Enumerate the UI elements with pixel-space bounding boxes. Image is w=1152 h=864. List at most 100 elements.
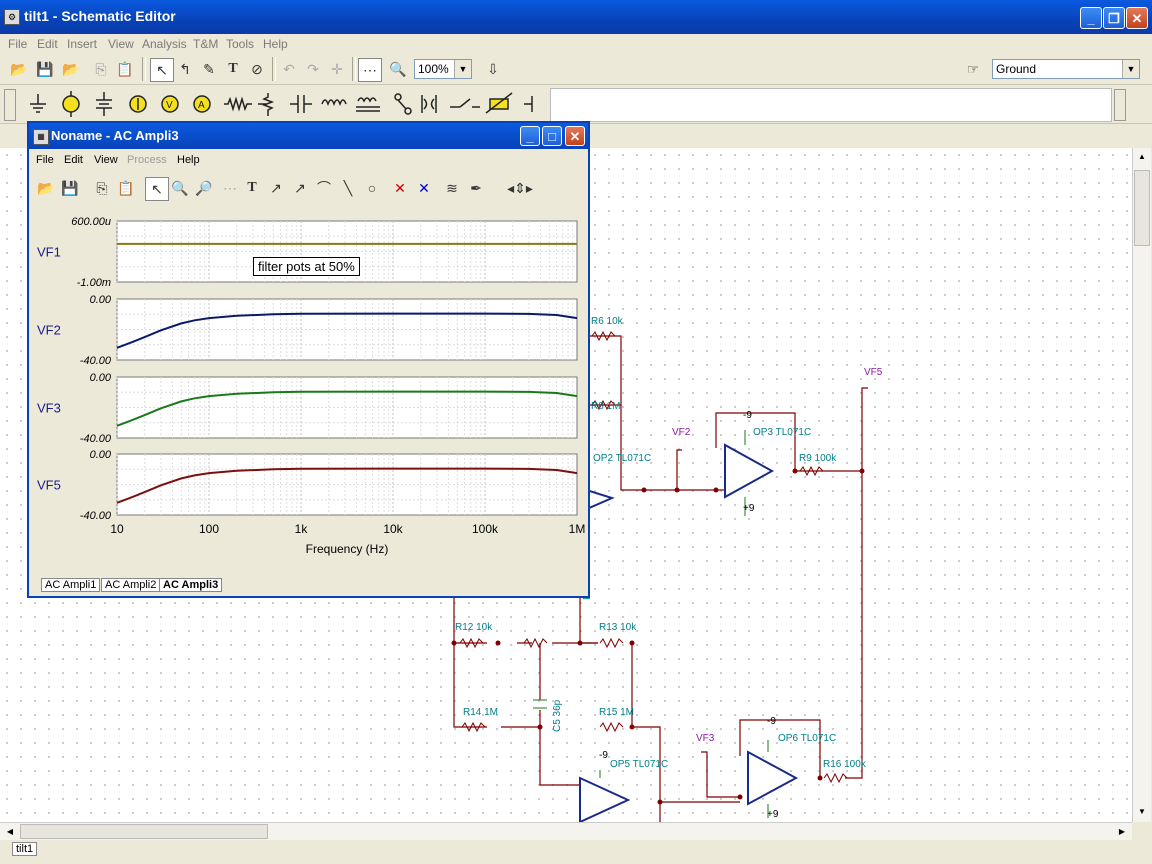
zoom-full-icon[interactable]: 🔎 bbox=[195, 180, 213, 196]
color-picker-icon[interactable]: ✒ bbox=[470, 180, 482, 196]
move-arrows-icon[interactable]: ◂⇕▸ bbox=[507, 180, 533, 196]
series-line-vf2[interactable] bbox=[116, 312, 578, 349]
menu-view[interactable]: View bbox=[108, 37, 134, 51]
select-arrow-icon[interactable]: ↖ bbox=[145, 177, 169, 201]
save-icon[interactable]: 💾 bbox=[36, 61, 54, 77]
analysis-close-button[interactable]: ✕ bbox=[565, 126, 585, 146]
menu-insert[interactable]: Insert bbox=[67, 37, 98, 51]
label-vf3[interactable]: VF3 bbox=[696, 733, 715, 744]
analysis-app-icon[interactable]: ▦ bbox=[33, 129, 49, 145]
grid-icon[interactable]: ⋯ bbox=[223, 180, 237, 196]
resistor-r15 bbox=[599, 721, 624, 733]
label-c5[interactable]: C5 36p bbox=[552, 699, 563, 732]
label-r13[interactable]: R13 10k bbox=[599, 622, 637, 633]
series-line-vf5[interactable] bbox=[116, 467, 578, 504]
menu-analysis[interactable]: Analysis bbox=[142, 37, 187, 51]
minimize-button[interactable]: _ bbox=[1080, 7, 1102, 29]
label-op3[interactable]: OP3 TL071C bbox=[753, 427, 812, 438]
zoom-in-icon[interactable]: 🔍 bbox=[171, 180, 189, 196]
zoom-icon[interactable]: 🔍 bbox=[389, 61, 407, 77]
scroll-down-button[interactable]: ▼ bbox=[1138, 807, 1146, 816]
scroll-right-button[interactable]: ▶ bbox=[1118, 827, 1126, 836]
palette-scroll-right[interactable] bbox=[1114, 89, 1126, 121]
component-param-icon[interactable]: ⇩ bbox=[487, 61, 499, 77]
series-label-vf2: VF2 bbox=[37, 323, 61, 338]
pencil-icon[interactable]: ✎ bbox=[203, 61, 215, 77]
tab-ac-ampli2[interactable]: AC Ampli2 bbox=[101, 578, 161, 592]
frequency-response-chart[interactable]: 600.00u-1.00mVF10.00-40.00VF20.00-40.00V… bbox=[29, 207, 588, 577]
menu-edit[interactable]: Edit bbox=[37, 37, 58, 51]
curve-label-icon[interactable]: ↗ bbox=[270, 180, 282, 196]
paste-icon[interactable]: 📋 bbox=[116, 61, 134, 77]
analysis-menu-file[interactable]: File bbox=[36, 154, 54, 166]
fit-curve-icon[interactable]: ⌒ bbox=[317, 180, 331, 196]
scroll-up-button[interactable]: ▲ bbox=[1138, 152, 1146, 161]
close-button[interactable]: ✕ bbox=[1126, 7, 1148, 29]
wire-select-icon[interactable]: ↰ bbox=[179, 61, 191, 77]
series-line-vf3[interactable] bbox=[116, 390, 578, 427]
menu-help[interactable]: Help bbox=[263, 37, 288, 51]
circle-icon[interactable]: ○ bbox=[367, 180, 377, 196]
label-r9[interactable]: R9 100k bbox=[799, 453, 837, 464]
label-op6[interactable]: OP6 TL071C bbox=[778, 733, 837, 744]
redo-icon[interactable]: ↷ bbox=[307, 61, 319, 77]
palette-scroll-left[interactable] bbox=[4, 89, 16, 121]
menu-tm[interactable]: T&M bbox=[193, 37, 219, 51]
resistor-r12 bbox=[459, 637, 484, 649]
x-tick-label: 100k bbox=[472, 522, 499, 536]
analysis-maximize-button[interactable]: □ bbox=[542, 126, 562, 146]
chevron-down-icon[interactable]: ▼ bbox=[1122, 60, 1139, 78]
curve-label2-icon[interactable]: ↗ bbox=[294, 180, 306, 196]
paste-icon[interactable]: 📋 bbox=[117, 180, 135, 196]
line-icon[interactable]: ╲ bbox=[343, 180, 353, 196]
label-r15[interactable]: R15 1M bbox=[599, 707, 635, 718]
zoom-select[interactable]: 100% ▼ bbox=[414, 59, 472, 79]
delete-wire-icon[interactable]: ⊘ bbox=[251, 61, 263, 77]
label-op5[interactable]: OP5 TL071C bbox=[610, 759, 669, 770]
analysis-menu-help[interactable]: Help bbox=[177, 154, 200, 166]
tab-tilt1[interactable]: tilt1 bbox=[12, 842, 38, 856]
open-folder-icon[interactable]: 📂 bbox=[10, 61, 28, 77]
analysis-menu-edit[interactable]: Edit bbox=[64, 154, 83, 166]
vertical-scrollbar[interactable]: ▲ ▼ bbox=[1132, 148, 1151, 822]
grid-icon[interactable]: ⋯ bbox=[358, 58, 382, 82]
copy-icon[interactable]: ⎘ bbox=[96, 180, 108, 196]
scroll-thumb[interactable] bbox=[1134, 170, 1150, 246]
annotation-box[interactable]: filter pots at 50% bbox=[253, 257, 360, 276]
copy-icon[interactable]: ⎘ bbox=[95, 61, 107, 77]
label-r14[interactable]: R14 1M bbox=[463, 707, 499, 718]
select-arrow-icon[interactable]: ↖ bbox=[150, 58, 174, 82]
save-icon[interactable]: 💾 bbox=[61, 180, 79, 196]
tab-ac-ampli3[interactable]: AC Ampli3 bbox=[159, 578, 223, 592]
label-r12[interactable]: R12 10k bbox=[455, 622, 493, 633]
scroll-hthumb[interactable] bbox=[20, 824, 268, 839]
label-vf2[interactable]: VF2 bbox=[672, 427, 691, 438]
horizontal-scrollbar[interactable]: ◀ ▶ bbox=[0, 822, 1132, 841]
cursor-b-icon[interactable]: ✕ bbox=[418, 180, 430, 196]
analysis-menu-view[interactable]: View bbox=[94, 154, 118, 166]
text-icon[interactable]: T bbox=[228, 61, 238, 76]
app-icon[interactable]: ⚙ bbox=[4, 9, 20, 25]
label-r16[interactable]: R16 100k bbox=[823, 759, 866, 770]
label-vf5[interactable]: VF5 bbox=[864, 367, 883, 378]
component-select[interactable]: Ground ▼ bbox=[992, 59, 1140, 79]
open-folder-icon[interactable]: 📂 bbox=[37, 180, 55, 196]
analysis-minimize-button[interactable]: _ bbox=[520, 126, 540, 146]
label-r8[interactable]: R8 1M bbox=[591, 401, 621, 412]
ground-tool-icon[interactable]: ☞ bbox=[966, 61, 980, 77]
label-r6[interactable]: R6 10k bbox=[591, 316, 623, 327]
cursor-a-icon[interactable]: ✕ bbox=[394, 180, 406, 196]
analysis-menu-process[interactable]: Process bbox=[127, 154, 167, 166]
multi-curve-icon[interactable]: ≋ bbox=[446, 180, 458, 196]
menu-file[interactable]: File bbox=[8, 37, 28, 51]
tab-ac-ampli1[interactable]: AC Ampli1 bbox=[41, 578, 101, 592]
chevron-down-icon[interactable]: ▼ bbox=[454, 60, 471, 78]
crosshair-icon[interactable]: ✛ bbox=[331, 61, 343, 77]
text-icon[interactable]: T bbox=[247, 180, 257, 195]
undo-icon[interactable]: ↶ bbox=[283, 61, 295, 77]
restore-button[interactable]: ❐ bbox=[1103, 7, 1125, 29]
menu-tools[interactable]: Tools bbox=[226, 37, 255, 51]
label-op2[interactable]: OP2 TL071C bbox=[593, 453, 652, 464]
scroll-left-button[interactable]: ◀ bbox=[6, 827, 14, 836]
open-icon[interactable]: 📂 bbox=[62, 61, 80, 77]
